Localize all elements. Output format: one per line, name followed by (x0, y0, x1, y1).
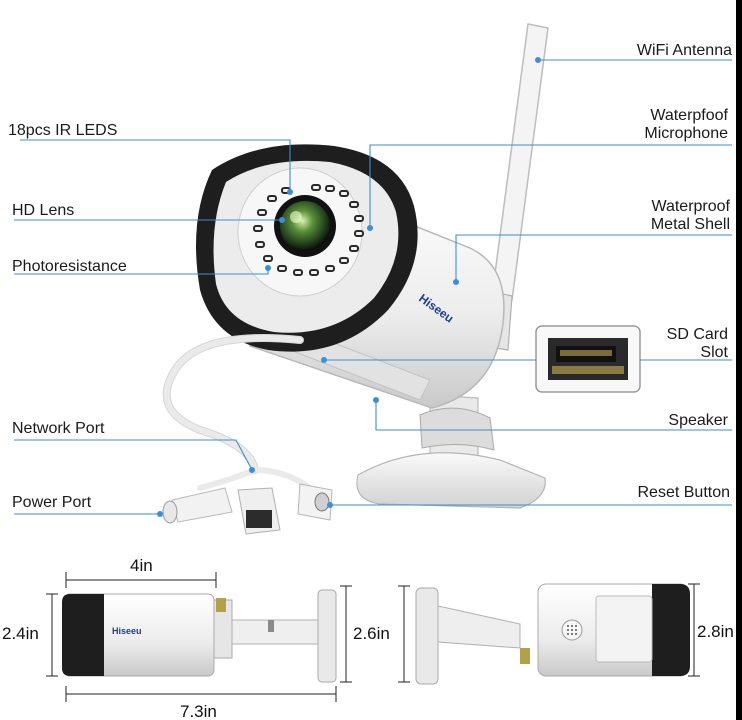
leader-dots (157, 57, 541, 517)
label-microphone-line2: Microphone (644, 125, 728, 142)
side-brand-logo: Hiseeu (112, 626, 142, 636)
label-microphone-line1: Waterpfoof (650, 107, 728, 124)
dim-height-left: 2.4in (2, 624, 39, 643)
dim-height-right: 2.8in (697, 622, 734, 641)
label-sd-line1: SD Card (666, 326, 728, 343)
wall-mount-shape (356, 394, 546, 509)
label-photoresistance: Photoresistance (12, 258, 127, 275)
side-view-right (415, 583, 690, 685)
label-sd-line2: Slot (700, 344, 728, 361)
sd-card-inset (535, 325, 641, 393)
label-reset-button: Reset Button (637, 484, 731, 501)
hd-lens-shape (274, 195, 336, 257)
camera-body-shape (196, 144, 505, 409)
cable-bundle (162, 334, 313, 491)
label-ir-leds: 18pcs IR LEDS (8, 122, 118, 139)
label-wifi-antenna: WiFi Antenna (636, 42, 732, 59)
power-port-plug (162, 487, 233, 524)
network-port-plug (237, 487, 281, 535)
label-power-port: Power Port (12, 494, 92, 511)
label-shell-line2: Metal Shell (650, 216, 730, 233)
label-hd-lens: HD Lens (12, 202, 75, 219)
label-speaker: Speaker (668, 412, 728, 429)
dim-body-length: 4in (130, 556, 153, 575)
dimension-lines (46, 572, 700, 702)
dim-total-length: 7.3in (180, 702, 217, 720)
dim-mount-height: 2.6in (353, 624, 390, 643)
reset-button-plug (297, 483, 333, 521)
side-view-left: Hiseeu (62, 589, 337, 683)
label-shell-line1: Waterproof (651, 198, 730, 215)
label-network-port: Network Port (12, 420, 105, 437)
